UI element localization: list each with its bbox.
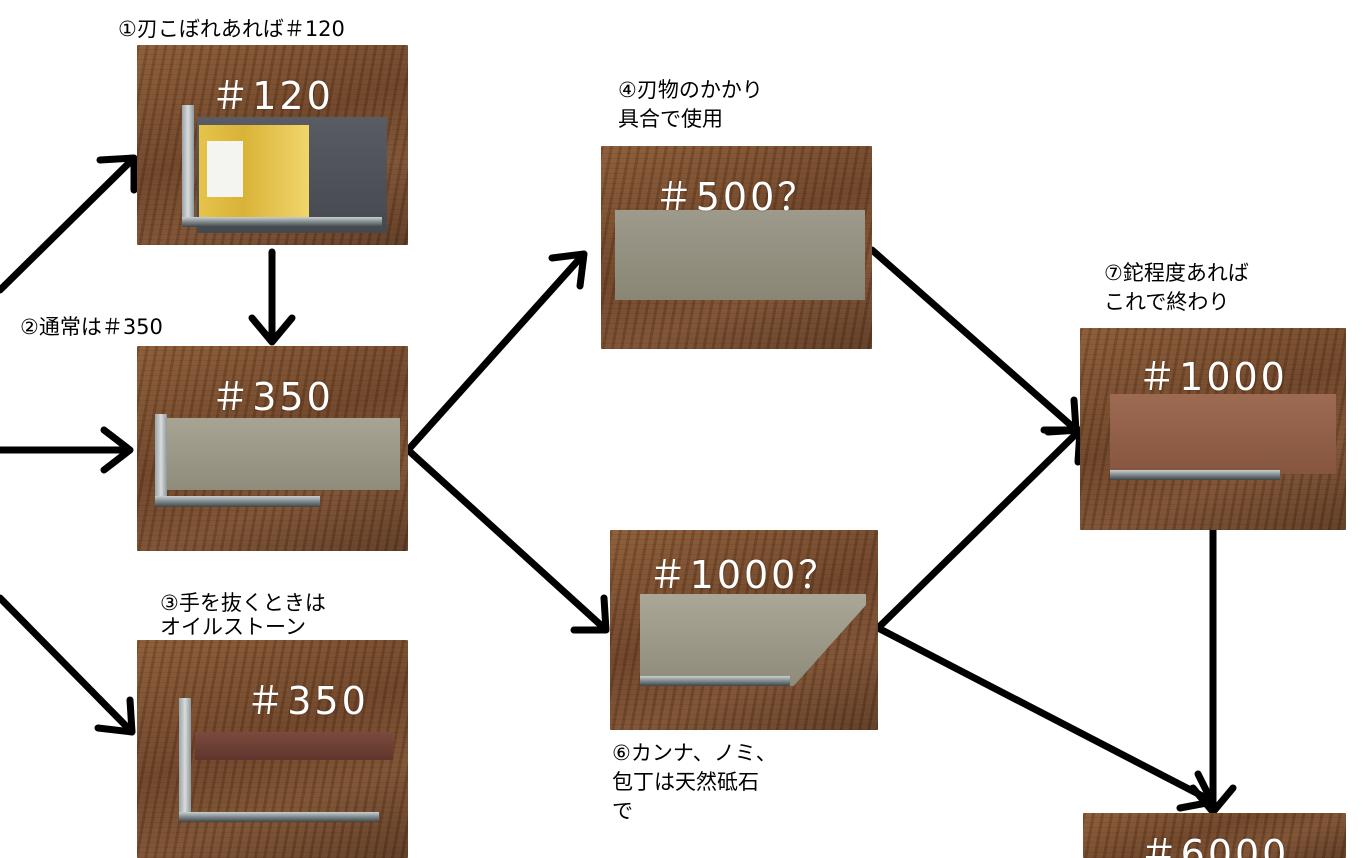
square-tool-base: [182, 217, 382, 227]
arrowhead-6000-b: [1189, 784, 1237, 816]
arrow-500-to-1000: [868, 246, 1078, 432]
stone-500: [615, 210, 865, 300]
label-step4-line1: ④刃物のかかり: [618, 78, 763, 102]
grit-label-1000q: ＃1000？: [648, 553, 840, 597]
label-step4-line2: 具合で使用: [618, 107, 723, 131]
arrowhead-350-down: [248, 314, 296, 346]
grit-label-120: ＃120: [211, 74, 334, 118]
label-step3-line2: オイルストーン: [160, 615, 306, 639]
grit-label-1000: ＃1000: [1138, 355, 1288, 399]
grit-label-500: ＃500？: [654, 175, 819, 219]
square-tool-base: [1110, 470, 1280, 480]
stone-350: [165, 418, 400, 490]
grit-label-350: ＃350: [211, 375, 334, 419]
stone-1000: [1110, 394, 1336, 474]
label-step1: ①刃こぼれあれば＃120: [118, 17, 345, 41]
label-step7-line1: ⑦鉈程度あれば: [1104, 261, 1249, 285]
arrowhead-1000q: [570, 594, 610, 634]
grit-label-350-oil: ＃350: [246, 679, 369, 723]
label-step6-line1: ⑥カンナ、ノミ、: [612, 741, 777, 765]
label-step2: ②通常は＃350: [20, 315, 163, 339]
grit-label-6000: ＃6000: [1139, 832, 1290, 858]
photo-350-main: ＃350: [137, 346, 408, 551]
label-step3-line1: ③手を抜くときは: [160, 591, 326, 615]
arrowhead-oilstone: [94, 696, 136, 736]
label-step6-line3: で: [612, 799, 633, 823]
photo-500: ＃500？: [601, 146, 872, 349]
arrowhead-350-left: [100, 426, 134, 474]
arrow-to-oilstone: [0, 594, 134, 734]
arrowhead-120: [96, 154, 138, 194]
square-tool-base: [640, 676, 790, 686]
photo-1000q: ＃1000？: [610, 530, 878, 730]
arrow-to-120: [0, 156, 136, 294]
arrow-350-to-1000q: [404, 446, 608, 632]
square-tool-base: [155, 496, 320, 507]
square-tool: [182, 105, 194, 225]
oilstone: [195, 732, 393, 760]
arrow-350-to-500: [404, 252, 586, 454]
photo-350-oilstone: ＃350: [137, 640, 408, 858]
arrow-1000q-to-1000: [874, 428, 1082, 632]
arrowhead-500: [548, 250, 588, 290]
label-step7-line2: これで終わり: [1104, 290, 1230, 314]
photo-1000: ＃1000: [1080, 328, 1346, 530]
label-step6-line2: 包丁は天然砥石: [612, 770, 759, 794]
square-tool: [179, 698, 191, 818]
photo-120: ＃120: [137, 45, 408, 245]
arrow-1000q-to-6000: [874, 624, 1214, 804]
stone-1000q: [640, 594, 866, 686]
package-sticker: [207, 141, 243, 197]
square-tool-base: [179, 812, 379, 822]
photo-6000: ＃6000: [1083, 813, 1346, 858]
square-tool: [155, 414, 167, 506]
